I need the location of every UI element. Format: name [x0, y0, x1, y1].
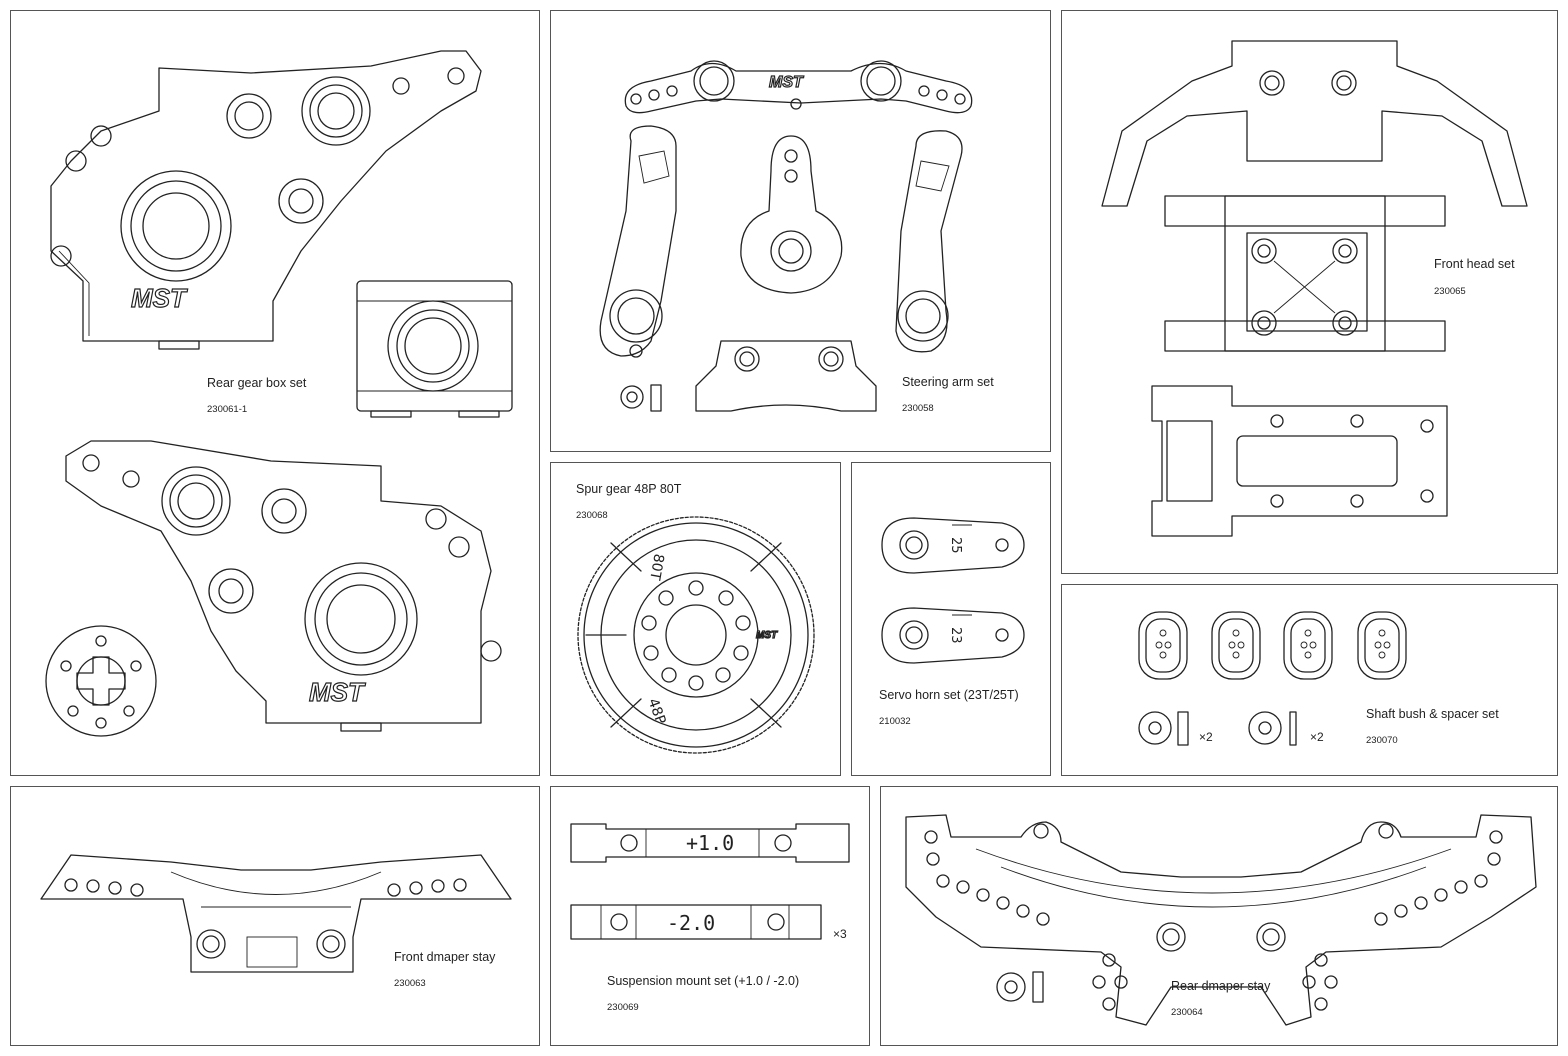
spur-gear-name: Spur gear 48P 80T	[576, 482, 682, 496]
bush-qty-left: ×2	[1199, 730, 1213, 744]
panel-shaft-bush: ×2 ×2 Shaft bush & spacer set 230070	[1061, 584, 1558, 776]
bush-1	[1138, 611, 1188, 680]
panel-rear-gearbox: MST MST	[10, 10, 540, 776]
rear-gearbox-name: Rear gear box set	[207, 376, 307, 390]
rear-damper-code: 230064	[1171, 1007, 1203, 1018]
spur-pitch-mark: 48P	[645, 696, 669, 726]
panel-front-damper: Front dmaper stay 230063	[10, 786, 540, 1046]
spur-gear-code: 230068	[576, 510, 608, 521]
suspension-mount-name: Suspension mount set (+1.0 / -2.0)	[607, 974, 800, 988]
steering-logo: MST	[769, 74, 804, 91]
spur-teeth-mark: 80T	[646, 552, 666, 581]
rear-gearbox-drawing: MST MST	[45, 50, 513, 737]
panel-front-head: Front head set 230065	[1061, 10, 1558, 574]
panel-suspension-mount: +1.0 -2.0 ×3 Suspension mount set (+1.0 …	[550, 786, 870, 1046]
shaft-bush-drawing	[1138, 611, 1407, 746]
spur-gear-drawing: 80T 48P MST	[577, 516, 815, 754]
steering-arm-name: Steering arm set	[902, 375, 994, 389]
horn-top-mark: 25	[948, 537, 963, 554]
steering-arm-code: 230058	[902, 403, 934, 414]
rear-damper-name: Rear dmaper stay	[1171, 979, 1271, 993]
mount-qty: ×3	[833, 927, 847, 941]
front-head-drawing	[1101, 40, 1528, 537]
horn-bottom-mark: 23	[948, 627, 963, 644]
front-damper-drawing	[40, 854, 512, 973]
panel-servo-horn: 25 23 Servo horn set (23T/25T) 210032	[851, 462, 1051, 776]
servo-horn-drawing: 25 23	[881, 517, 1025, 664]
bush-4	[1357, 611, 1407, 680]
panel-steering-arm: MST Steering arm set 230058	[550, 10, 1051, 452]
front-head-code: 230065	[1434, 286, 1466, 297]
mount-top-mark: +1.0	[686, 831, 734, 855]
suspension-mount-code: 230069	[607, 1002, 639, 1013]
steering-arm-drawing: MST	[599, 60, 973, 412]
gearbox-logo-top: MST	[131, 283, 188, 313]
rear-damper-drawing	[905, 814, 1537, 1026]
front-head-name: Front head set	[1434, 257, 1515, 271]
bush-3	[1283, 611, 1333, 680]
bush-qty-right: ×2	[1310, 730, 1324, 744]
servo-horn-code: 210032	[879, 716, 911, 727]
bush-2	[1211, 611, 1261, 680]
spur-logo: MST	[756, 630, 778, 641]
gearbox-logo-bottom: MST	[309, 677, 366, 707]
servo-horn-name: Servo horn set (23T/25T)	[879, 688, 1019, 702]
panel-spur-gear: 80T 48P MST Spur gear 48P 80T 230068	[550, 462, 841, 776]
mount-bottom-mark: -2.0	[667, 911, 715, 935]
shaft-bush-name: Shaft bush & spacer set	[1366, 707, 1499, 721]
panel-rear-damper: Rear dmaper stay 230064	[880, 786, 1558, 1046]
rear-gearbox-code: 230061-1	[207, 404, 248, 415]
shaft-bush-code: 230070	[1366, 735, 1398, 746]
front-damper-name: Front dmaper stay	[394, 950, 496, 964]
suspension-mount-drawing: +1.0 -2.0	[570, 823, 850, 940]
front-damper-code: 230063	[394, 978, 426, 989]
